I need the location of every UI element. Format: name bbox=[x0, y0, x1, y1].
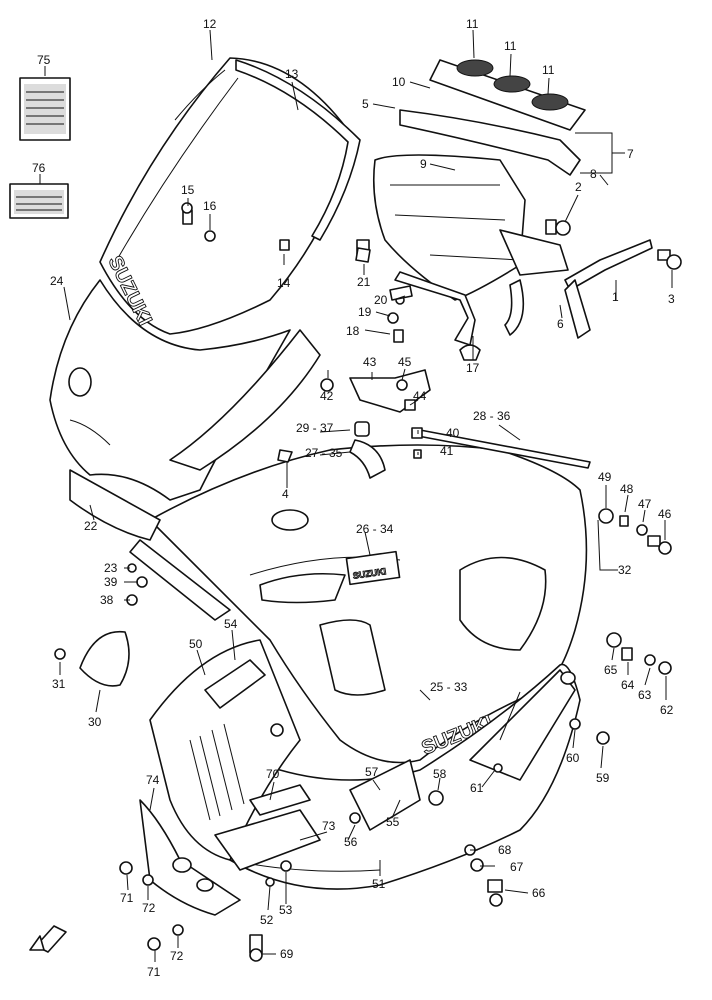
callout-76: 76 bbox=[32, 161, 46, 175]
callout-9: 9 bbox=[420, 157, 427, 171]
callout-46: 46 bbox=[658, 507, 672, 521]
upper-cowl bbox=[49, 279, 291, 501]
meter-panel bbox=[429, 59, 586, 131]
callout-32: 32 bbox=[618, 563, 632, 577]
callout-11: 11 bbox=[466, 17, 479, 31]
windscreen: SUZUKI bbox=[99, 57, 356, 335]
callout-28-36: 28 - 36 bbox=[473, 409, 511, 423]
callout-31: 31 bbox=[52, 677, 66, 691]
callout-57: 57 bbox=[365, 765, 379, 779]
side-panel-vent bbox=[149, 639, 301, 861]
callout-21: 21 bbox=[357, 275, 371, 289]
callout-25-33: 25 - 33 bbox=[430, 680, 468, 694]
meter-bracket bbox=[372, 154, 653, 339]
label-item-76 bbox=[9, 183, 69, 219]
meter-stay bbox=[399, 109, 581, 176]
callout-11: 11 bbox=[504, 39, 517, 53]
side-cowl-main: SUZUKI SUZUKI bbox=[149, 329, 588, 764]
callout-18: 18 bbox=[346, 324, 360, 338]
callout-63: 63 bbox=[638, 688, 652, 702]
callout-numbers: 12 13 11 11 11 10 5 7 8 9 2 15 16 14 21 … bbox=[32, 17, 675, 979]
fasteners bbox=[54, 202, 682, 962]
callout-41: 41 bbox=[440, 444, 454, 458]
callout-19: 19 bbox=[358, 305, 372, 319]
callout-5: 5 bbox=[362, 97, 369, 111]
callout-74: 74 bbox=[146, 773, 160, 787]
side-stay bbox=[469, 669, 576, 781]
inner-stay bbox=[204, 659, 266, 709]
callout-73: 73 bbox=[322, 819, 336, 833]
callout-53: 53 bbox=[279, 903, 293, 917]
callout-54: 54 bbox=[224, 617, 238, 631]
callout-8: 8 bbox=[590, 167, 597, 181]
callout-72: 72 bbox=[142, 901, 156, 915]
callout-1: 1 bbox=[612, 290, 619, 304]
callout-69: 69 bbox=[280, 947, 294, 961]
callout-43: 43 bbox=[363, 355, 377, 369]
center-plate bbox=[214, 784, 321, 871]
callout-49: 49 bbox=[598, 470, 612, 484]
callout-27-35: 27 - 35 bbox=[305, 446, 343, 460]
label-item-75 bbox=[19, 77, 71, 141]
callout-20: 20 bbox=[374, 293, 388, 307]
callout-7: 7 bbox=[627, 147, 634, 161]
callout-60: 60 bbox=[566, 751, 580, 765]
inner-panel bbox=[69, 469, 231, 621]
callout-62: 62 bbox=[660, 703, 674, 717]
callout-64: 64 bbox=[621, 678, 635, 692]
callout-30: 30 bbox=[88, 715, 102, 729]
callout-61: 61 bbox=[470, 781, 484, 795]
callout-71: 71 bbox=[147, 965, 161, 979]
cover-plate bbox=[79, 630, 130, 687]
callout-39: 39 bbox=[104, 575, 118, 589]
callout-2: 2 bbox=[575, 180, 582, 194]
leader-lines bbox=[39, 29, 673, 962]
callout-3: 3 bbox=[668, 292, 675, 306]
callout-15: 15 bbox=[181, 183, 195, 197]
callout-70: 70 bbox=[266, 767, 280, 781]
callout-52: 52 bbox=[260, 913, 274, 927]
callout-72: 72 bbox=[170, 949, 184, 963]
callout-58: 58 bbox=[433, 767, 447, 781]
callout-24: 24 bbox=[50, 274, 64, 288]
callout-44: 44 bbox=[413, 389, 427, 403]
screen-trim bbox=[235, 59, 361, 241]
callout-71: 71 bbox=[120, 891, 134, 905]
callout-48: 48 bbox=[620, 482, 634, 496]
callout-23: 23 bbox=[104, 561, 118, 575]
callout-55: 55 bbox=[386, 815, 400, 829]
callout-75: 75 bbox=[37, 53, 51, 67]
side-bracket-plate bbox=[139, 799, 241, 916]
callout-29-37: 29 - 37 bbox=[296, 421, 334, 435]
front-direction-icon bbox=[29, 925, 67, 953]
callout-16: 16 bbox=[203, 199, 217, 213]
callout-68: 68 bbox=[498, 843, 512, 857]
lower-bracket bbox=[349, 759, 421, 831]
callout-40: 40 bbox=[446, 426, 460, 440]
callout-59: 59 bbox=[596, 771, 610, 785]
callout-26-34: 26 - 34 bbox=[356, 522, 394, 536]
callout-6: 6 bbox=[557, 317, 564, 331]
callout-65: 65 bbox=[604, 663, 618, 677]
callout-56: 56 bbox=[344, 835, 358, 849]
callout-14: 14 bbox=[277, 276, 291, 290]
air-duct bbox=[349, 439, 386, 479]
callout-12: 12 bbox=[203, 17, 217, 31]
callout-17: 17 bbox=[466, 361, 480, 375]
callout-10: 10 bbox=[392, 75, 406, 89]
callout-47: 47 bbox=[638, 497, 652, 511]
callout-11: 11 bbox=[542, 63, 555, 77]
callout-4: 4 bbox=[282, 487, 289, 501]
callout-13: 13 bbox=[285, 67, 299, 81]
callout-45: 45 bbox=[398, 355, 412, 369]
callout-38: 38 bbox=[100, 593, 114, 607]
callout-51: 51 bbox=[372, 877, 386, 891]
callout-22: 22 bbox=[84, 519, 98, 533]
callout-67: 67 bbox=[510, 860, 524, 874]
callout-50: 50 bbox=[189, 637, 203, 651]
callout-66: 66 bbox=[532, 886, 546, 900]
callout-42: 42 bbox=[320, 389, 334, 403]
